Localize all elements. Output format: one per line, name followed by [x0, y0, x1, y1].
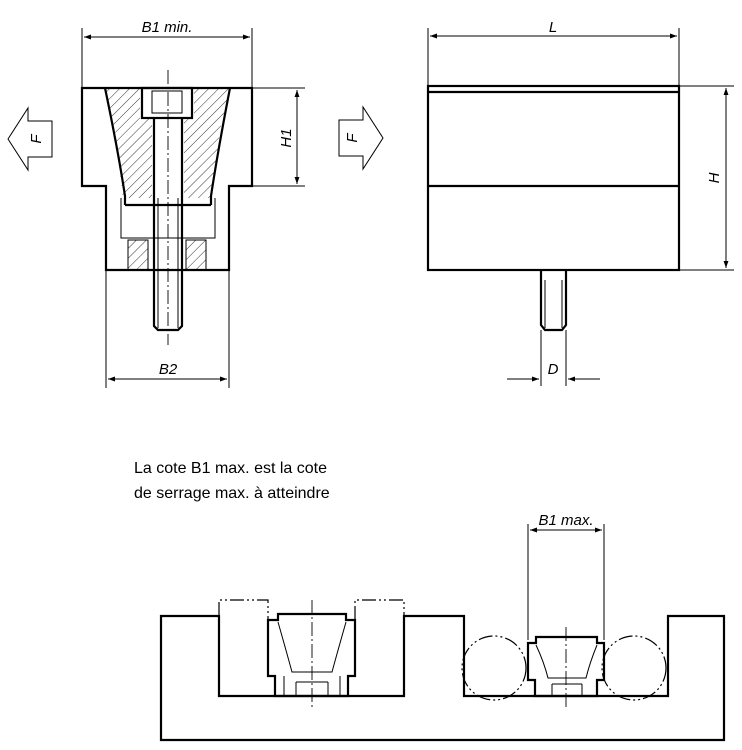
- label-force-right: F: [344, 133, 361, 143]
- dimension-b1-min: B1 min.: [81, 19, 253, 88]
- caption-line-2: de serrage max. à atteindre: [134, 485, 330, 502]
- label-h: H: [706, 172, 723, 183]
- label-b1-min: B1 min.: [142, 19, 193, 36]
- side-view: [426, 84, 681, 332]
- force-arrow-right: F: [338, 105, 384, 171]
- label-d: D: [548, 361, 559, 378]
- front-section-view: [80, 70, 254, 345]
- label-force-left: F: [28, 134, 45, 144]
- dimension-b1-max: B1 max.: [527, 512, 605, 640]
- application-view: [159, 599, 726, 742]
- label-b1-max: B1 max.: [538, 512, 593, 529]
- dimension-b2: B2: [105, 270, 230, 388]
- dimension-l: L: [427, 19, 680, 86]
- caption-note: La cote B1 max. est la cote de serrage m…: [134, 456, 330, 506]
- caption-line-1: La cote B1 max. est la cote: [134, 460, 327, 477]
- dimension-h: H: [679, 85, 734, 271]
- dimension-d: D: [507, 330, 600, 386]
- dimension-h1: H1: [252, 87, 305, 187]
- label-b2: B2: [159, 361, 178, 378]
- force-arrow-left: F: [7, 106, 53, 172]
- label-l: L: [549, 19, 557, 36]
- label-h1: H1: [278, 128, 295, 147]
